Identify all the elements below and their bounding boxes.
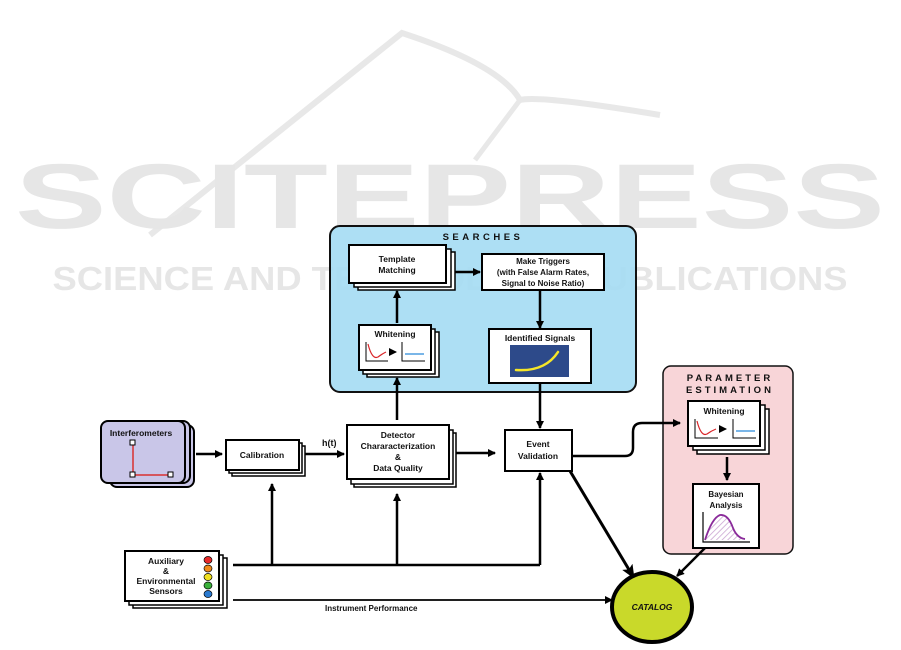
interferometer-arms-icon: [129, 439, 174, 478]
node-interferometers[interactable]: Interferometers: [100, 420, 195, 488]
node-catalog[interactable]: CATALOG: [610, 570, 694, 644]
catalog-label: CATALOG: [632, 602, 673, 612]
sensor-indicators: [203, 556, 213, 598]
triggers-line3: Signal to Noise Ratio): [502, 279, 585, 288]
node-make-triggers[interactable]: Make Triggers (with False Alarm Rates, S…: [481, 253, 605, 291]
searches-title: SEARCHES: [443, 232, 524, 243]
label-instrument-performance: Instrument Performance: [325, 604, 418, 613]
bayesian-line1: Bayesian: [708, 490, 743, 499]
sensor-dot: [203, 573, 213, 581]
node-identified-signals[interactable]: Identified Signals: [488, 328, 592, 384]
label-h-of-t: h(t): [322, 438, 337, 448]
auxiliary-line2: &: [163, 566, 169, 576]
node-event-validation[interactable]: Event Validation: [504, 429, 573, 472]
detector-line2: Chararacterization: [361, 441, 436, 451]
node-detector-characterization[interactable]: Detector Chararacterization & Data Quali…: [346, 424, 457, 488]
signal-plot: [510, 345, 569, 377]
connectors: [196, 268, 731, 604]
node-whitening-pe[interactable]: Whitening: [687, 400, 770, 455]
event-line1: Event: [526, 439, 549, 449]
sensor-dot: [203, 590, 213, 598]
node-bayesian-analysis[interactable]: Bayesian Analysis: [692, 483, 760, 549]
template-line1: Template: [379, 254, 416, 264]
parameter-title-line2: ESTIMATION: [686, 385, 774, 396]
sensor-dot: [203, 564, 213, 573]
edge-event-catalog: [568, 470, 636, 579]
signal-chirp-curve: [514, 350, 560, 372]
template-line2: Matching: [378, 265, 415, 275]
edge-bayes-catalog: [676, 547, 706, 577]
node-template-matching[interactable]: Template Matching: [348, 244, 456, 291]
event-line2: Validation: [518, 451, 558, 461]
triggers-line2: (with False Alarm Rates,: [497, 268, 589, 277]
identified-signals-label: Identified Signals: [505, 333, 576, 343]
whitening-transform-icon: [365, 342, 425, 362]
bayesian-line2: Analysis: [710, 501, 743, 510]
auxiliary-line3: Environmental: [136, 576, 195, 586]
sensor-dot: [203, 581, 213, 590]
triggers-line1: Make Triggers: [516, 257, 570, 266]
whitening-pe-transform-icon: [694, 419, 756, 439]
parameter-title-line1: PARAMETER: [687, 373, 773, 384]
detector-line1: Detector: [381, 430, 416, 440]
sensor-dot: [203, 556, 213, 564]
auxiliary-line1: Auxiliary: [148, 556, 184, 566]
auxiliary-line4: Sensors: [149, 586, 183, 596]
interferometers-label: Interferometers: [110, 428, 173, 438]
node-auxiliary-sensors[interactable]: Auxiliary & Environmental Sensors: [124, 550, 228, 609]
node-calibration[interactable]: Calibration: [225, 439, 306, 477]
detector-line4: Data Quality: [373, 463, 423, 473]
detector-line3: &: [395, 452, 401, 462]
edge-event-whitening-pe: [573, 419, 681, 458]
node-whitening-search[interactable]: Whitening: [358, 324, 440, 378]
posterior-distribution-icon: [702, 512, 750, 543]
whitening-pe-label: Whitening: [703, 406, 744, 416]
watermark-logo-arc: [148, 29, 661, 238]
calibration-label: Calibration: [240, 450, 284, 460]
whitening-search-label: Whitening: [374, 329, 415, 339]
watermark-logo-line: [473, 98, 522, 162]
